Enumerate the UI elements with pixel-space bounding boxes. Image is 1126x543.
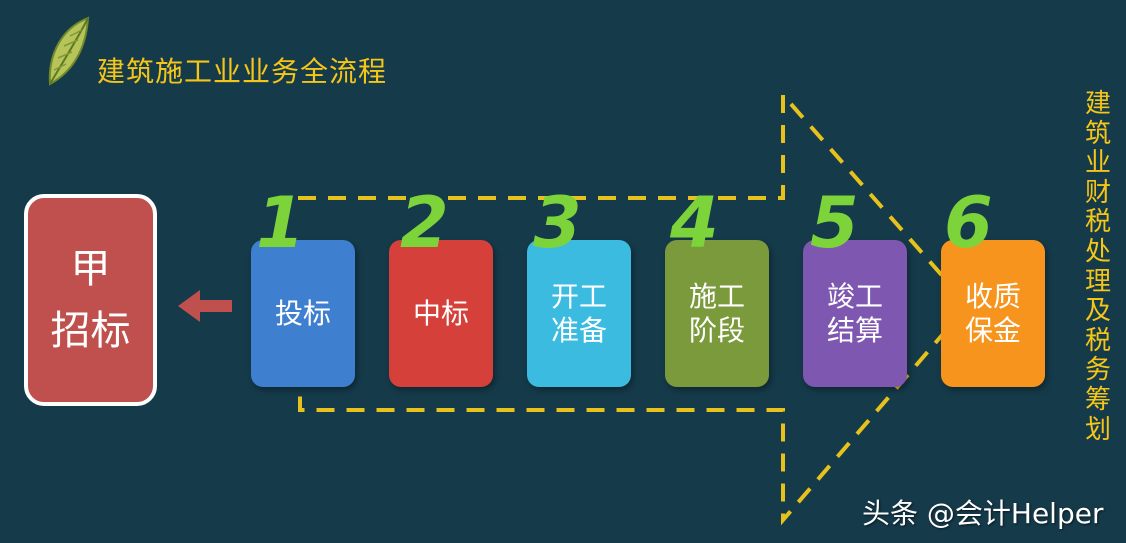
step-bid-box: 投标 <box>251 240 355 387</box>
step-label-line2: 结算 <box>826 313 883 347</box>
left-arrow-icon <box>178 290 232 322</box>
leaf-icon <box>48 16 90 86</box>
step-label-line1: 中标 <box>412 296 469 330</box>
step-label-line2: 准备 <box>550 313 607 347</box>
tender-label: 招标 <box>50 308 131 354</box>
step-number: 2 <box>400 182 449 264</box>
step-win-bid-box: 中标 <box>389 240 493 387</box>
page-title: 建筑施工业业务全流程 <box>97 55 388 88</box>
step-label-line2: 阶段 <box>688 313 745 347</box>
step-number: 6 <box>944 182 993 264</box>
step-preparation-box: 开工 准备 <box>527 240 631 387</box>
step-number: 1 <box>256 182 305 264</box>
step-label-line1: 开工 <box>550 279 607 313</box>
side-label: 建筑业财税处理及税务筹划 <box>1084 89 1111 445</box>
step-label-line1: 施工 <box>688 279 745 313</box>
client-label: 甲 <box>70 246 111 292</box>
step-number: 5 <box>810 182 859 264</box>
step-settlement-box: 竣工 结算 <box>803 240 907 387</box>
step-number: 4 <box>670 182 719 264</box>
client-tender-box: 甲 招标 <box>24 194 157 406</box>
step-construction-box: 施工 阶段 <box>665 240 769 387</box>
step-retention-box: 收质 保金 <box>941 240 1045 387</box>
step-label-line2: 保金 <box>964 313 1021 347</box>
step-label-line1: 收质 <box>964 279 1021 313</box>
step-label-line1: 投标 <box>274 296 331 330</box>
step-label-line1: 竣工 <box>826 279 883 313</box>
step-number: 3 <box>533 182 582 264</box>
watermark: 头条 @会计Helper <box>862 497 1104 530</box>
